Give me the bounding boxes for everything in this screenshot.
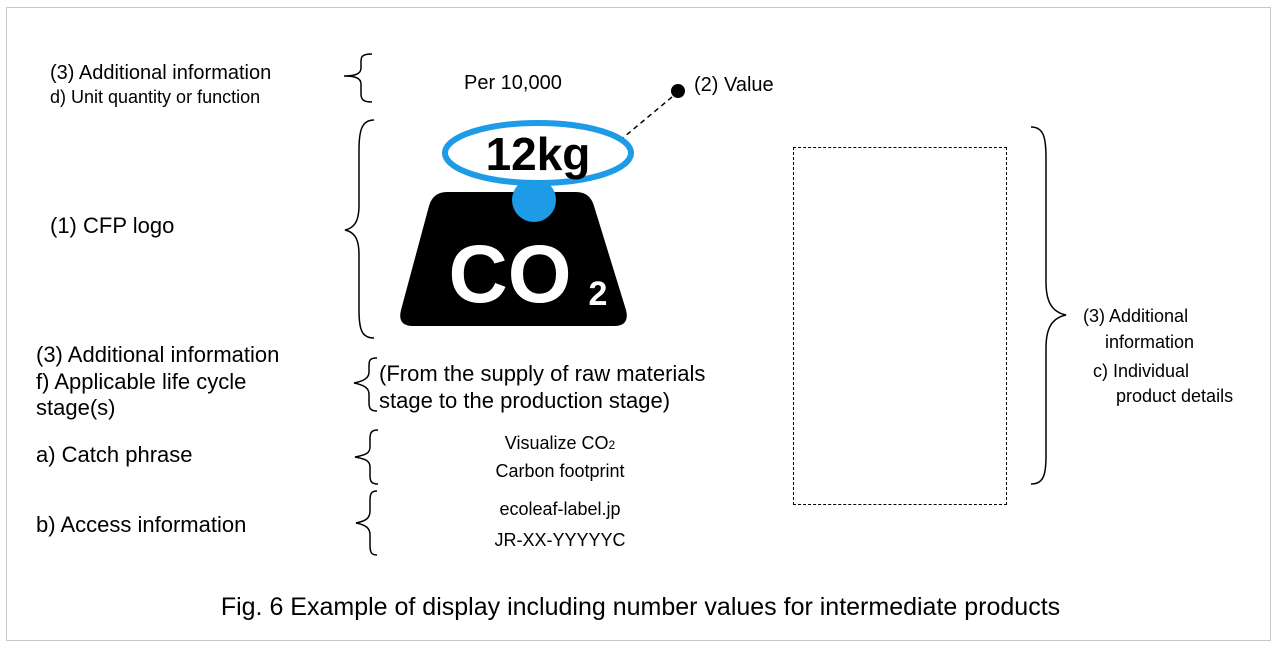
brace-unit-quantity xyxy=(343,53,373,103)
product-details-placeholder-box xyxy=(793,147,1007,505)
value-label: (2) Value xyxy=(694,74,774,96)
label-additional-info-unit: (3) Additional information xyxy=(50,62,272,84)
label-unit-quantity: d) Unit quantity or function xyxy=(50,87,261,107)
brace-access-info xyxy=(355,490,378,556)
label-cfp-logo: (1) CFP logo xyxy=(50,213,175,238)
stage-text-line-1: (From the supply of raw materials xyxy=(379,361,706,386)
label-life-cycle-stage: f) Applicable life cycle xyxy=(36,369,247,394)
access-url: ecoleaf-label.jp xyxy=(499,499,621,519)
catch-phrase-text: Visualize CO xyxy=(504,433,609,453)
value-leader-line xyxy=(605,91,679,153)
label-catch-phrase: a) Catch phrase xyxy=(36,442,193,467)
brace-catch-phrase xyxy=(354,429,379,485)
logo-value-oval xyxy=(442,120,634,186)
label-life-cycle-stage-cont: stage(s) xyxy=(36,395,116,420)
cfp-logo: 12kg CO 2 xyxy=(400,120,634,326)
label-access-information: b) Access information xyxy=(36,512,247,537)
right-label-line-3: c) Individual xyxy=(1093,361,1190,381)
right-label-line-2: information xyxy=(1105,332,1195,352)
catch-phrase-line-2: Carbon footprint xyxy=(495,461,625,481)
label-additional-info-stage: (3) Additional information xyxy=(36,342,280,367)
value-leader-dot xyxy=(671,84,685,98)
logo-hook-circle xyxy=(512,178,556,222)
access-code: JR-XX-YYYYYC xyxy=(494,530,626,550)
logo-scale-body xyxy=(400,192,627,326)
right-label-line-1: (3) Additional xyxy=(1083,306,1189,326)
figure-frame xyxy=(6,7,1271,641)
stage-text-line-2: stage to the production stage) xyxy=(379,388,671,413)
brace-cfp-logo xyxy=(344,119,375,339)
brace-life-cycle xyxy=(353,357,378,412)
catch-phrase-line-1: Visualize CO2 xyxy=(480,433,640,454)
figure-caption: Fig. 6 Example of display including numb… xyxy=(220,593,1061,621)
right-label-line-4: product details xyxy=(1116,386,1234,406)
logo-co-text: CO xyxy=(449,229,572,320)
logo-subscript-2: 2 xyxy=(589,275,608,313)
per-unit-text: Per 10,000 xyxy=(464,72,562,94)
catch-phrase-subscript: 2 xyxy=(608,438,616,452)
brace-right-details xyxy=(1030,126,1067,485)
logo-value-text: 12kg xyxy=(486,128,591,180)
